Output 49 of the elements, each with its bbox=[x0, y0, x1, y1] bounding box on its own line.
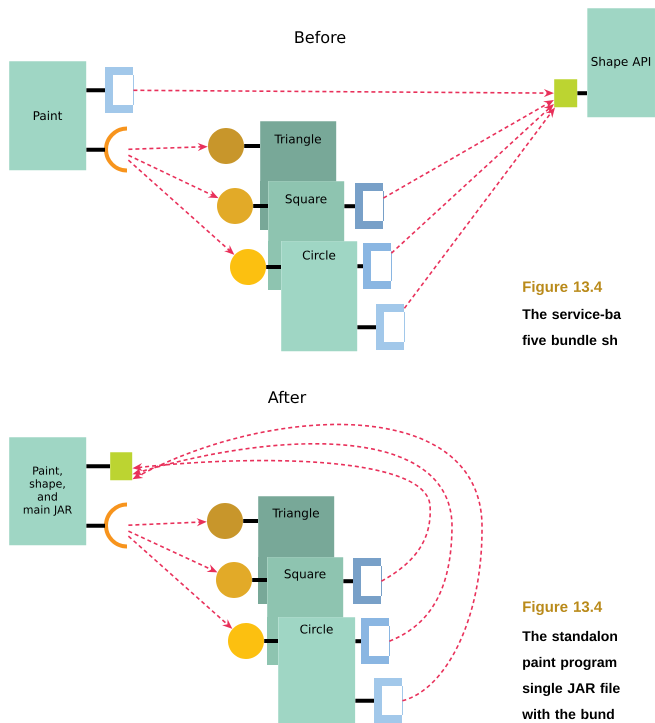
bracket-symbol bbox=[355, 183, 384, 229]
bracket-symbol bbox=[374, 678, 403, 723]
connector-line bbox=[86, 148, 105, 152]
figure-number: Figure 13.4 bbox=[523, 280, 602, 296]
circle-symbol bbox=[217, 188, 253, 224]
caption-text: The service-ba five bundle sh bbox=[522, 308, 622, 346]
connector-line bbox=[86, 464, 110, 468]
bundle-box: Triangle bbox=[258, 496, 334, 558]
connector-line bbox=[86, 524, 105, 528]
connector-line bbox=[355, 639, 361, 644]
bundle-box: Triangle bbox=[260, 121, 336, 182]
bracket-symbol bbox=[363, 243, 392, 289]
bracket-symbol bbox=[353, 558, 382, 604]
bundle-box bbox=[110, 452, 132, 480]
bundle-box: Circle bbox=[278, 617, 356, 723]
connector-line bbox=[252, 578, 267, 582]
semicircle-symbol bbox=[104, 126, 128, 172]
section-heading: Before bbox=[295, 30, 346, 44]
circle-symbol bbox=[207, 503, 243, 539]
connector-line bbox=[343, 579, 353, 584]
figure-number: Figure 13.4 bbox=[523, 600, 602, 616]
connector-line bbox=[266, 265, 281, 269]
circle-symbol bbox=[230, 249, 266, 285]
bundle-box: Paint bbox=[9, 61, 86, 170]
bundle-box: Paint, shape, and main JAR bbox=[9, 437, 86, 546]
connector-line bbox=[86, 88, 105, 92]
circle-symbol bbox=[216, 562, 252, 598]
connector-line bbox=[357, 325, 376, 330]
bundle-box: Circle bbox=[281, 241, 358, 352]
semicircle-symbol bbox=[104, 502, 128, 548]
bundle-box: Square bbox=[268, 181, 344, 242]
section-heading: After bbox=[268, 390, 306, 404]
caption-text: The standalon paint program single JAR file with the bund bbox=[522, 630, 620, 720]
connector-line bbox=[357, 264, 363, 268]
connector-line bbox=[244, 144, 260, 148]
connector-line bbox=[355, 698, 374, 703]
bracket-symbol bbox=[105, 67, 134, 113]
bundle-box bbox=[554, 79, 578, 108]
connector-line bbox=[243, 519, 258, 523]
circle-symbol bbox=[208, 128, 244, 164]
connector-line bbox=[253, 204, 268, 208]
circle-symbol bbox=[228, 623, 264, 659]
connector-line bbox=[264, 639, 278, 643]
connector-line bbox=[577, 91, 587, 96]
bracket-symbol bbox=[361, 618, 390, 664]
bundle-box: Square bbox=[267, 557, 344, 618]
connector-line bbox=[344, 204, 355, 208]
bundle-box: Shape API bbox=[587, 8, 655, 118]
bracket-symbol bbox=[376, 304, 405, 350]
